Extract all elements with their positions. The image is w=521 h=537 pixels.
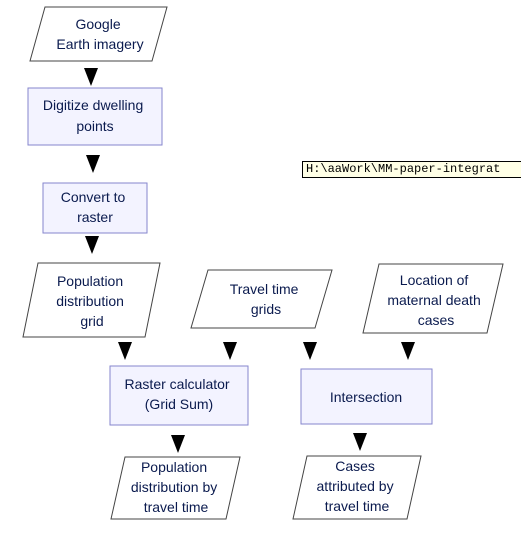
svg-text:Population distribution: Population distribution grid	[56, 273, 128, 329]
cases-attributed-label-line-1: Cases	[335, 458, 375, 474]
svg-text:Google Earth imagery: Google Earth imagery	[56, 16, 143, 52]
svg-text:Population distribution: Population distribution by travel time	[131, 459, 221, 515]
digitize-dwelling-points-label-line-1: Digitize dwelling	[43, 97, 143, 113]
svg-text:Cases attributed by: Cases attributed by travel time	[317, 458, 398, 514]
svg-text:Raster calculator (Grid: Raster calculator (Grid Sum)	[125, 376, 234, 412]
raster-calculator-label-line-1: Raster calculator	[125, 376, 230, 392]
cases-attributed-node: Cases attributed by travel time	[292, 455, 422, 520]
location-of-maternal-death-cases-label-line-3: cases	[418, 312, 455, 328]
travel-time-grids-node: Travel time grids	[190, 269, 333, 329]
convert-to-raster-node: Convert to raster	[42, 182, 148, 234]
location-of-maternal-death-cases-label-line-1: Location of	[400, 272, 469, 288]
travel-time-grids-label-line-1: Travel time	[230, 281, 299, 297]
location-of-maternal-death-cases-node: Location of maternal death cases	[362, 263, 504, 334]
svg-text:Convert to raster: Convert to raster	[61, 189, 129, 225]
svg-text:Digitize dwelling points: Digitize dwelling points	[43, 97, 147, 134]
convert-to-raster-shape	[42, 182, 148, 234]
raster-calculator-label-line-2: (Grid Sum)	[145, 396, 213, 412]
arrow-cases-location-to-intersection	[401, 342, 415, 360]
google-earth-imagery-label-line-1: Google	[75, 16, 120, 32]
arrow-intersection-to-cases-result	[353, 433, 367, 451]
arrow-travel-time-to-intersection	[303, 342, 317, 360]
svg-text:Intersection: Intersection	[330, 389, 402, 405]
population-distribution-grid-shape	[22, 262, 161, 338]
travel-time-grids-label-line-2: grids	[251, 301, 281, 317]
population-by-travel-time-label-line-1: Population	[141, 459, 207, 475]
svg-text:Travel time grids: Travel time grids	[230, 281, 303, 317]
population-distribution-grid-label-line-1: Population	[57, 273, 123, 289]
population-distribution-grid-label-line-3: grid	[80, 313, 103, 329]
population-by-travel-time-node: Population distribution by travel time	[110, 456, 241, 520]
population-by-travel-time-label-line-2: distribution by	[131, 479, 217, 495]
population-distribution-grid-node: Population distribution grid	[22, 262, 161, 338]
svg-text:Location of maternal dea: Location of maternal death cases	[387, 272, 484, 328]
arrow-population-grid-to-calculator	[118, 342, 132, 360]
convert-to-raster-label-line-2: raster	[77, 209, 113, 225]
google-earth-imagery-shape	[29, 6, 168, 62]
google-earth-imagery-node: Google Earth imagery	[29, 6, 168, 62]
location-of-maternal-death-cases-label-line-2: maternal death	[387, 292, 480, 308]
cases-attributed-label-line-2: attributed by	[317, 478, 394, 494]
intersection-label: Intersection	[330, 389, 402, 405]
raster-calculator-shape	[109, 365, 249, 426]
arrow-digitize-to-convert	[86, 155, 100, 173]
arrow-calculator-to-population-result	[171, 435, 185, 453]
population-by-travel-time-label-line-3: travel time	[144, 499, 209, 515]
digitize-dwelling-points-label-line-2: points	[76, 118, 113, 134]
intersection-node: Intersection	[300, 368, 433, 425]
population-by-travel-time-shape	[110, 456, 241, 520]
google-earth-imagery-label-line-2: Earth imagery	[56, 36, 143, 52]
cases-attributed-label-line-3: travel time	[325, 498, 390, 514]
travel-time-grids-shape	[190, 269, 333, 329]
cases-attributed-shape	[292, 455, 422, 520]
convert-to-raster-label-line-1: Convert to	[61, 189, 126, 205]
digitize-dwelling-points-node: Digitize dwelling points	[27, 87, 163, 146]
digitize-dwelling-points-shape	[27, 87, 163, 146]
file-path-tooltip: H:\aaWork\MM-paper-integrat	[302, 161, 521, 178]
location-of-maternal-death-cases-shape	[362, 263, 504, 334]
raster-calculator-node: Raster calculator (Grid Sum)	[109, 365, 249, 426]
population-distribution-grid-label-line-2: distribution	[56, 293, 124, 309]
intersection-shape	[300, 368, 433, 425]
arrow-imagery-to-digitize	[84, 68, 98, 86]
arrow-convert-to-population-grid	[85, 236, 99, 254]
flow-arrows	[84, 68, 415, 453]
arrow-travel-time-to-calculator	[223, 342, 237, 360]
